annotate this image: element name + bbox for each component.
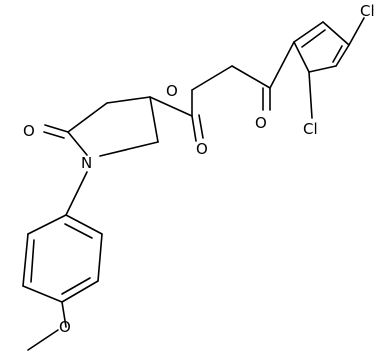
bond (30, 239, 35, 283)
bond (293, 41, 310, 73)
bond (301, 29, 326, 48)
ester-group (149, 65, 271, 142)
bond (332, 45, 343, 63)
atom-label-n: N (81, 154, 92, 172)
bond (65, 214, 103, 235)
bond (149, 96, 159, 143)
bond (65, 171, 88, 216)
bond (61, 301, 67, 328)
atom-label-o: O (59, 318, 71, 336)
atom-label-o: O (196, 140, 208, 158)
bond (22, 233, 29, 287)
bond (149, 96, 193, 117)
methoxyphenyl-ring (22, 171, 103, 351)
bond (67, 102, 108, 133)
bond (322, 21, 350, 46)
bond (99, 141, 159, 157)
bond (97, 233, 103, 282)
bond (106, 96, 151, 104)
bond (61, 280, 99, 303)
atom-labels: O N O O O Cl Cl O (23, 2, 375, 336)
bond (308, 65, 337, 73)
bond (191, 115, 197, 142)
pyrrolidinone-ring (43, 96, 159, 157)
bond (61, 277, 91, 295)
bond (269, 41, 295, 89)
bond (44, 124, 69, 133)
atom-label-o: O (255, 114, 267, 132)
bond (348, 17, 365, 46)
bond (191, 65, 233, 91)
bond (22, 285, 63, 303)
bond (27, 214, 67, 235)
bond (64, 223, 93, 239)
atom-label-cl: Cl (360, 2, 375, 20)
dichlorophenyl-ring (269, 17, 365, 119)
bond (27, 329, 59, 351)
atom-label-o: O (166, 82, 178, 100)
bond (308, 71, 313, 119)
bond (198, 114, 204, 139)
bond (43, 131, 65, 139)
bond (293, 21, 324, 43)
atom-label-o: O (23, 122, 35, 140)
atom-label-cl: Cl (303, 120, 318, 138)
bond (67, 131, 88, 156)
bond (335, 44, 350, 67)
bond (231, 65, 271, 89)
